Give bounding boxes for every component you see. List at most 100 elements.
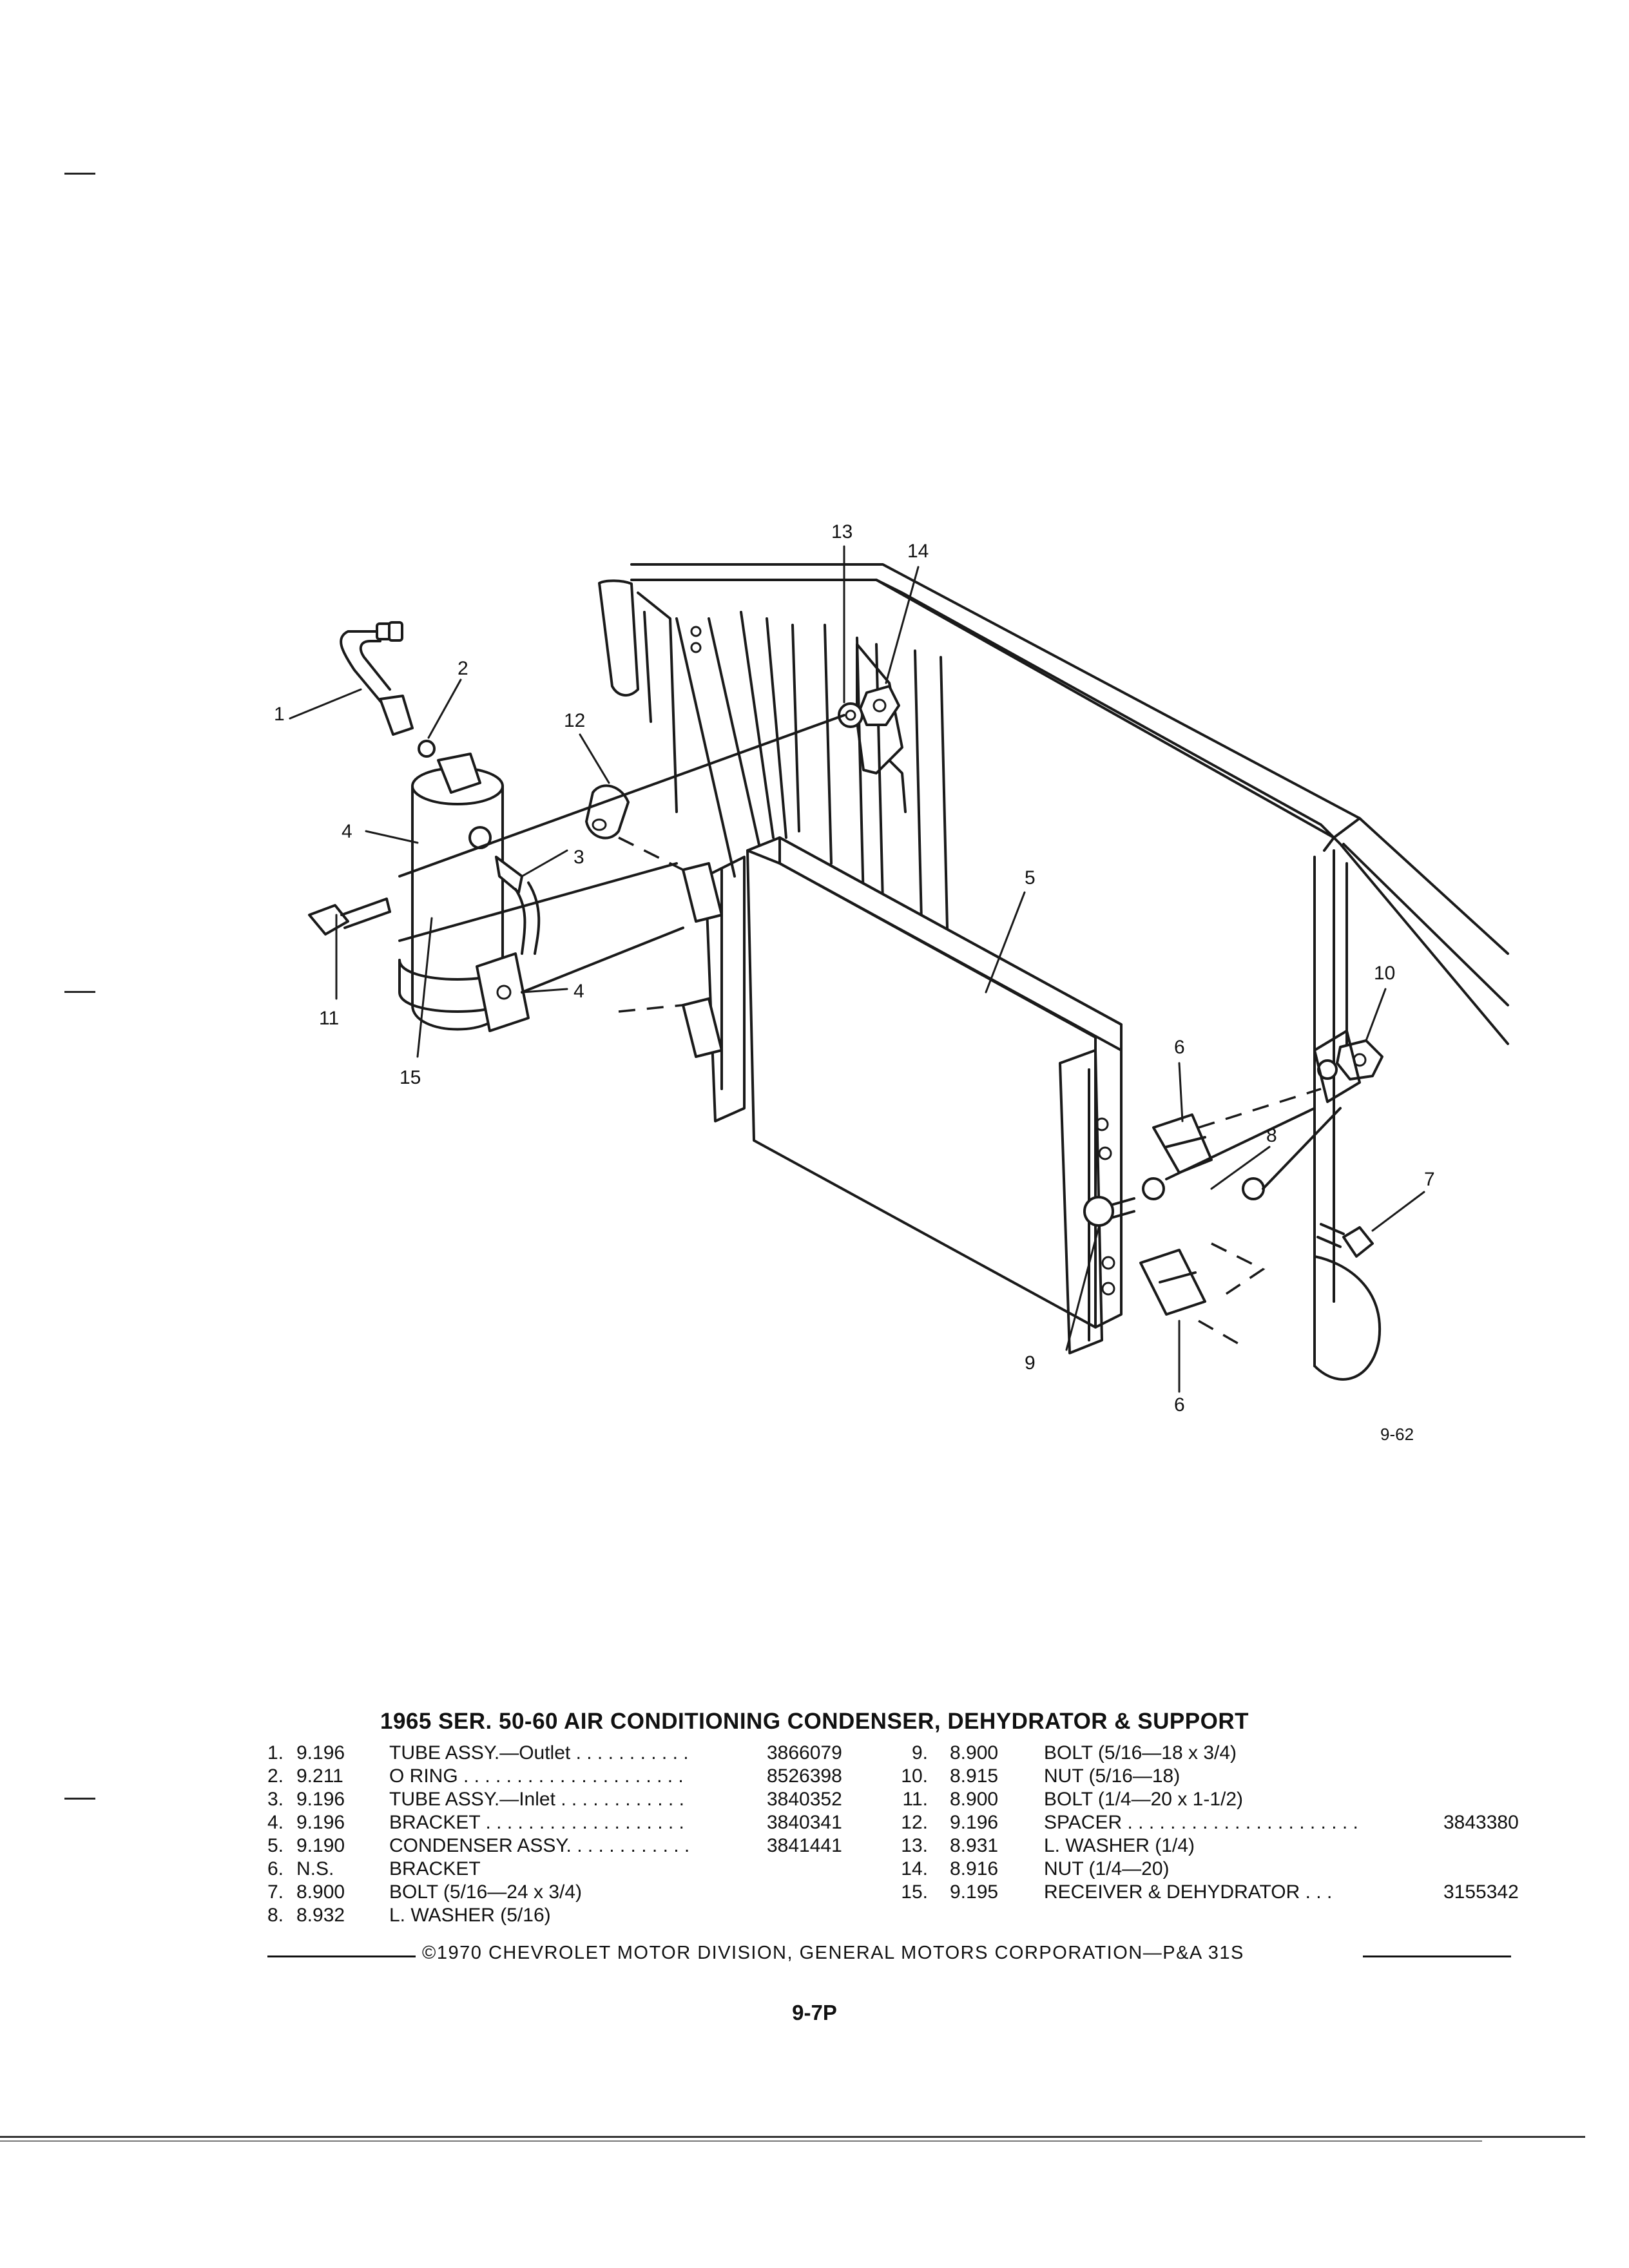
parts-row: 1. 9.196 TUBE ASSY.—Outlet . . . . . . .… bbox=[245, 1742, 863, 1765]
part-description: RECEIVER & DEHYDRATOR . . . bbox=[1044, 1881, 1333, 1903]
parts-row: 13. 8.931 L. WASHER (1/4) bbox=[889, 1834, 1547, 1858]
item-number: 10. bbox=[901, 1765, 928, 1787]
item-number: 9. bbox=[911, 1742, 928, 1763]
parts-row: 3. 9.196 TUBE ASSY.—Inlet . . . . . . . … bbox=[245, 1788, 863, 1811]
callout-2: 2 bbox=[458, 658, 468, 679]
part-description: BOLT (5/16—24 x 3/4) bbox=[389, 1881, 583, 1903]
margin-mark bbox=[64, 991, 95, 993]
callout-13: 13 bbox=[831, 521, 853, 543]
group-number: 9.196 bbox=[950, 1812, 999, 1833]
parts-row: 2. 9.211 O RING . . . . . . . . . . . . … bbox=[245, 1765, 863, 1788]
part-description: O RING . . . . . . . . . . . . . . . . .… bbox=[389, 1765, 684, 1787]
part-number: 3840341 bbox=[767, 1812, 842, 1833]
parts-row: 5. 9.190 CONDENSER ASSY. . . . . . . . .… bbox=[245, 1834, 863, 1858]
parts-row: 8. 8.932 L. WASHER (5/16) bbox=[245, 1904, 863, 1927]
bracket-4 bbox=[682, 862, 723, 1058]
figure-id: 9-62 bbox=[1380, 1425, 1414, 1444]
item-number: 12. bbox=[901, 1812, 928, 1833]
item-number: 6. bbox=[267, 1858, 284, 1879]
part-description: NUT (1/4—20) bbox=[1044, 1858, 1170, 1879]
part-description: L. WASHER (1/4) bbox=[1044, 1835, 1195, 1856]
page-bottom-rule bbox=[0, 2136, 1585, 2138]
catalog-section-title: 1965 SER. 50-60 AIR CONDITIONING CONDENS… bbox=[380, 1709, 1249, 1734]
callout-6b: 6 bbox=[1174, 1394, 1185, 1416]
nut-14 bbox=[859, 685, 900, 726]
copyright-footer: ©1970 CHEVROLET MOTOR DIVISION, GENERAL … bbox=[267, 1943, 1511, 1966]
callout-4b: 4 bbox=[574, 981, 584, 1002]
parts-list-right: 9. 8.900 BOLT (5/16—18 x 3/4) 10. 8.915 … bbox=[889, 1742, 1547, 1904]
group-number: 8.932 bbox=[296, 1905, 345, 1926]
callout-3: 3 bbox=[574, 847, 584, 868]
group-number: 8.916 bbox=[950, 1858, 999, 1879]
part-number: 3866079 bbox=[767, 1742, 842, 1763]
callout-12: 12 bbox=[564, 710, 585, 731]
callout-14: 14 bbox=[907, 541, 929, 562]
part-description: BOLT (5/16—18 x 3/4) bbox=[1044, 1742, 1237, 1763]
callout-7: 7 bbox=[1424, 1169, 1435, 1190]
group-number: 9.196 bbox=[296, 1742, 345, 1763]
parts-row: 14. 8.916 NUT (1/4—20) bbox=[889, 1858, 1547, 1881]
callout-9: 9 bbox=[1025, 1352, 1036, 1374]
part-number: 3155342 bbox=[1443, 1881, 1519, 1903]
callout-labels: 1 2 3 4 4 5 6 6 7 8 9 10 11 12 13 14 15 … bbox=[274, 521, 1435, 1444]
callout-15: 15 bbox=[400, 1067, 421, 1088]
group-number: 9.190 bbox=[296, 1835, 345, 1856]
group-number: 8.900 bbox=[296, 1881, 345, 1903]
receiver-dehydrator bbox=[398, 753, 530, 1032]
part-description: BRACKET . . . . . . . . . . . . . . . . … bbox=[389, 1812, 684, 1833]
item-number: 5. bbox=[267, 1835, 284, 1856]
parts-row: 7. 8.900 BOLT (5/16—24 x 3/4) bbox=[245, 1881, 863, 1904]
part-number: 3841441 bbox=[767, 1835, 842, 1856]
callout-4: 4 bbox=[342, 821, 352, 842]
group-number: N.S. bbox=[296, 1858, 334, 1879]
group-number: 8.900 bbox=[950, 1742, 999, 1763]
callout-8: 8 bbox=[1266, 1125, 1277, 1146]
parts-row: 11. 8.900 BOLT (1/4—20 x 1-1/2) bbox=[889, 1788, 1547, 1811]
part-number: 3840352 bbox=[767, 1789, 842, 1810]
item-number: 8. bbox=[267, 1905, 284, 1926]
part-description: BRACKET bbox=[389, 1858, 481, 1879]
callout-leaders bbox=[289, 545, 1425, 1393]
part-number: 3843380 bbox=[1443, 1812, 1519, 1833]
bolt-11 bbox=[308, 898, 391, 936]
parts-row: 9. 8.900 BOLT (5/16—18 x 3/4) bbox=[889, 1742, 1547, 1765]
parts-list-left: 1. 9.196 TUBE ASSY.—Outlet . . . . . . .… bbox=[245, 1742, 863, 1927]
item-number: 14. bbox=[901, 1858, 928, 1879]
parts-row: 6. N.S. BRACKET bbox=[245, 1858, 863, 1881]
condenser-assembly bbox=[704, 836, 1123, 1354]
callout-5: 5 bbox=[1025, 867, 1036, 889]
bracket-6 bbox=[1139, 1113, 1213, 1316]
parts-row: 4. 9.196 BRACKET . . . . . . . . . . . .… bbox=[245, 1811, 863, 1834]
part-description: L. WASHER (5/16) bbox=[389, 1905, 551, 1926]
spacer-12 bbox=[585, 784, 630, 840]
group-number: 9.196 bbox=[296, 1812, 345, 1833]
group-number: 9.195 bbox=[950, 1881, 999, 1903]
part-description: SPACER . . . . . . . . . . . . . . . . .… bbox=[1044, 1812, 1358, 1833]
group-number: 9.211 bbox=[296, 1765, 343, 1787]
group-number: 8.931 bbox=[950, 1835, 999, 1856]
group-number: 8.900 bbox=[950, 1789, 999, 1810]
callout-6: 6 bbox=[1174, 1037, 1185, 1058]
callout-10: 10 bbox=[1374, 963, 1395, 984]
parts-row: 12. 9.196 SPACER . . . . . . . . . . . .… bbox=[889, 1811, 1547, 1834]
part-description: TUBE ASSY.—Outlet . . . . . . . . . . . bbox=[389, 1742, 689, 1763]
inlet-tube bbox=[495, 856, 541, 955]
margin-mark bbox=[64, 1798, 95, 1800]
parts-row: 10. 8.915 NUT (5/16—18) bbox=[889, 1765, 1547, 1788]
part-number: 8526398 bbox=[767, 1765, 842, 1787]
page-number: 9-7P bbox=[792, 2001, 837, 2024]
callout-11: 11 bbox=[319, 1008, 339, 1029]
bolt-9 bbox=[1083, 1196, 1135, 1227]
item-number: 3. bbox=[267, 1789, 284, 1810]
group-number: 9.196 bbox=[296, 1789, 345, 1810]
item-number: 11. bbox=[902, 1789, 928, 1810]
item-number: 15. bbox=[901, 1881, 928, 1903]
margin-mark bbox=[64, 173, 95, 175]
outlet-tube bbox=[340, 621, 436, 758]
washer-8 bbox=[1142, 1059, 1338, 1200]
group-number: 8.915 bbox=[950, 1765, 999, 1787]
exploded-view-diagram: 1 2 3 4 4 5 6 6 7 8 9 10 11 12 13 14 15 … bbox=[274, 521, 1509, 1444]
bolt-7 bbox=[1316, 1223, 1374, 1258]
callout-1: 1 bbox=[274, 704, 285, 725]
